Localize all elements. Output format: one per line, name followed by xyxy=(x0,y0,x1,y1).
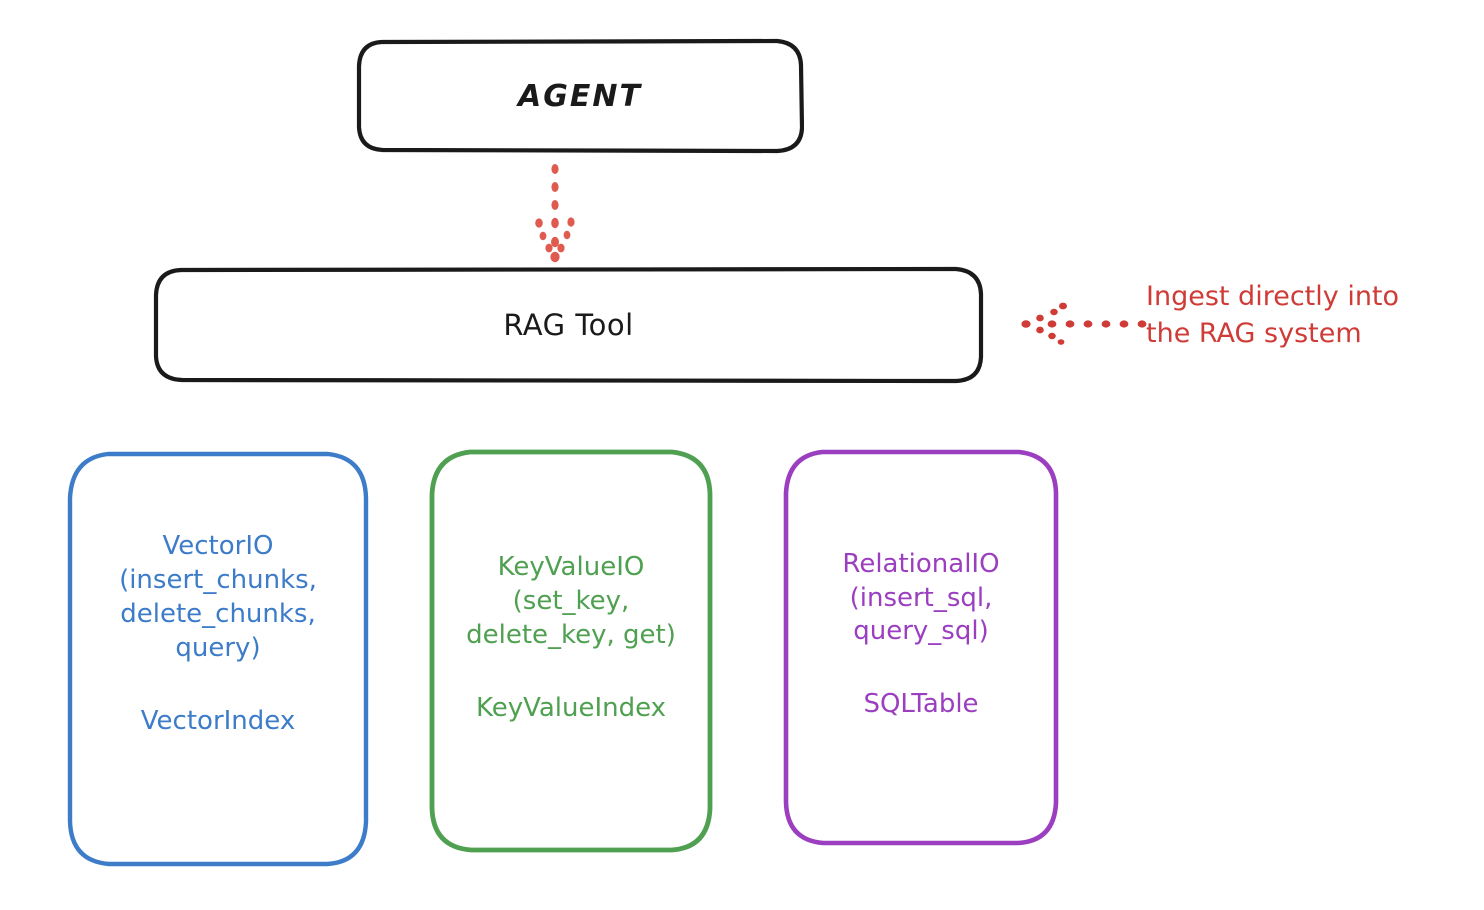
relational-io-content: RelationalIO (insert_sql, query_sql) SQL… xyxy=(782,548,1060,719)
key-value-io-api-label: KeyValueIO (set_key, delete_key, get) xyxy=(466,552,676,650)
rag-tool-content: RAG Tool xyxy=(153,308,984,342)
ingest-annotation-text: Ingest directly into the RAG system xyxy=(1146,281,1400,350)
node-agent[interactable]: AGENT xyxy=(356,38,804,154)
vector-io-content: VectorIO (insert_chunks, delete_chunks, … xyxy=(66,530,370,735)
rag-tool-label: RAG Tool xyxy=(503,308,634,342)
agent-label: AGENT xyxy=(518,78,642,114)
node-vector-io[interactable]: VectorIO (insert_chunks, delete_chunks, … xyxy=(66,450,370,868)
node-rag-tool[interactable]: RAG Tool xyxy=(153,266,984,384)
relational-io-api-label: RelationalIO (insert_sql, query_sql) xyxy=(842,548,1000,647)
key-value-io-index-label: KeyValueIndex xyxy=(475,692,667,723)
ingest-note-arrow xyxy=(1021,302,1147,345)
node-key-value-io[interactable]: KeyValueIO (set_key, delete_key, get) Ke… xyxy=(428,448,714,854)
agent-to-rag-tool-arrow xyxy=(535,164,575,263)
node-relational-io[interactable]: RelationalIO (insert_sql, query_sql) SQL… xyxy=(782,448,1060,847)
key-value-io-content: KeyValueIO (set_key, delete_key, get) Ke… xyxy=(428,551,714,722)
vector-io-api-label: VectorIO (insert_chunks, delete_chunks, … xyxy=(119,531,317,663)
relational-io-index-label: SQLTable xyxy=(863,689,979,720)
vector-io-index-label: VectorIndex xyxy=(140,705,296,736)
agent-content: AGENT xyxy=(356,79,804,114)
